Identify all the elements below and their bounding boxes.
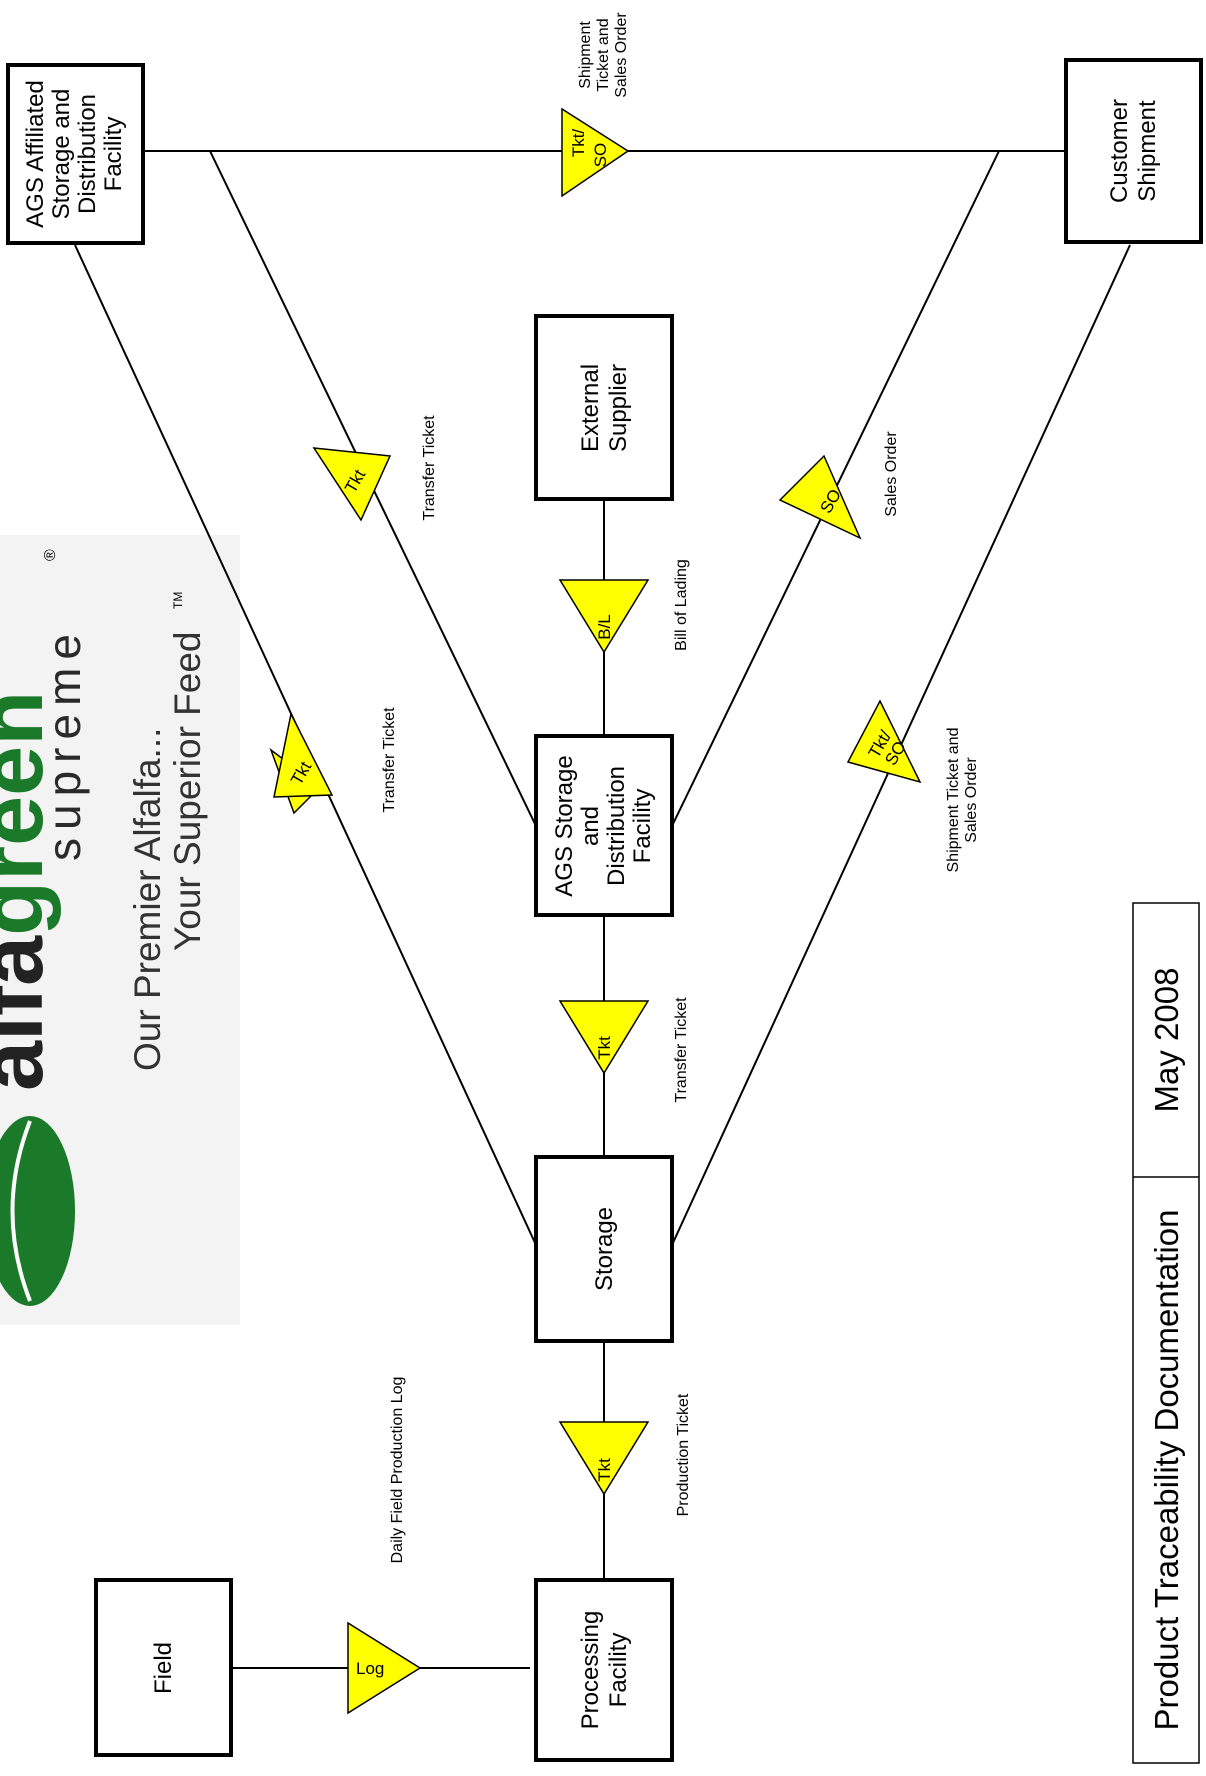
node-ags-storage-distribution: AGS Storage and Distribution Facility — [534, 734, 674, 917]
transfer-ticket-label: Transfer Ticket — [673, 997, 690, 1103]
svg-text:Tkt/: Tkt/ — [569, 129, 588, 158]
svg-text:B/L: B/L — [595, 614, 614, 640]
tagline-line1: Our Premier Alfalfa... — [127, 728, 168, 1071]
transfer-ticket-affiliated-label: Transfer Ticket — [381, 707, 398, 813]
svg-text:Shipment: Shipment — [1134, 100, 1161, 202]
bill-of-lading-triangle — [558, 579, 650, 654]
svg-text:AGS Affiliated: AGS Affiliated — [22, 80, 49, 228]
transfer-ticket-triangle — [558, 1000, 650, 1075]
footer-title: Product Traceability Documentation — [1148, 1210, 1185, 1731]
production-ticket-label: Production Ticket — [675, 1393, 692, 1516]
shipment-ticket-triangle — [846, 699, 922, 784]
log-label: Daily Field Production Log — [389, 1377, 406, 1564]
shipment-affiliated-triangle — [561, 107, 630, 198]
svg-text:Distribution: Distribution — [603, 766, 630, 886]
doc-sales-order: SO Sales Order — [778, 431, 900, 540]
svg-text:SO: SO — [591, 143, 610, 168]
svg-text:Distribution: Distribution — [74, 94, 101, 214]
brand-subname: supreme — [38, 626, 90, 861]
node-external-supplier: External Supplier — [534, 314, 674, 501]
node-storage: Storage — [534, 1155, 674, 1343]
shipment-affiliated-label-2: Ticket and — [595, 18, 612, 91]
node-customer-shipment: Customer Shipment — [1064, 58, 1203, 244]
logo: alfagreen supreme ® Our Premier Alfalfa.… — [0, 535, 240, 1325]
shipment-affiliated-label-3: Sales Order — [613, 12, 630, 98]
svg-text:Log: Log — [356, 1659, 384, 1678]
doc-shipment-storage-customer: Tkt/ SO Shipment Ticket and Sales Order — [846, 699, 980, 873]
doc-production-ticket: Tkt Production Ticket — [558, 1393, 692, 1516]
svg-text:and: and — [577, 806, 604, 846]
footer: Product Traceability Documentation May 2… — [1132, 902, 1200, 1764]
svg-text:Storage: Storage — [591, 1207, 618, 1291]
svg-text:External: External — [577, 364, 604, 452]
transfer-ticket-ags-affiliated-triangle — [312, 447, 392, 522]
svg-text:Tkt: Tkt — [595, 1458, 614, 1482]
doc-log: Log Daily Field Production Log — [347, 1377, 422, 1715]
transfer-ticket-ags-affiliated-label: Transfer Ticket — [421, 415, 438, 521]
svg-text:Tkt: Tkt — [595, 1036, 614, 1060]
footer-box — [1132, 902, 1200, 1764]
log-triangle — [347, 1621, 422, 1715]
doc-shipment-affiliated-customer: Tkt/ SO Shipment Ticket and Sales Order — [561, 12, 630, 198]
shipment-ticket-label-1: Shipment Ticket and — [945, 728, 962, 873]
svg-text:Supplier: Supplier — [605, 364, 632, 452]
svg-text:Facility: Facility — [605, 1633, 632, 1708]
svg-text:Processing: Processing — [577, 1611, 604, 1730]
svg-text:Field: Field — [150, 1642, 177, 1694]
registered-mark: ® — [42, 549, 59, 561]
bill-of-lading-label: Bill of Lading — [673, 559, 690, 651]
node-field: Field — [94, 1578, 233, 1757]
sales-order-triangle — [778, 454, 862, 540]
footer-date: May 2008 — [1148, 968, 1185, 1113]
node-processing-facility: Processing Facility — [534, 1578, 674, 1762]
svg-text:AGS Storage: AGS Storage — [551, 755, 578, 896]
svg-text:Facility: Facility — [629, 789, 656, 864]
doc-transfer-ags-affiliated: Tkt Transfer Ticket — [312, 415, 438, 522]
shipment-affiliated-label-1: Shipment — [577, 21, 594, 89]
svg-text:Facility: Facility — [100, 117, 127, 192]
tagline-line2: Your Superior Feed — [167, 631, 208, 951]
sales-order-label: Sales Order — [883, 431, 900, 517]
doc-bill-of-lading: B/L Bill of Lading — [558, 559, 690, 654]
leaf-icon — [0, 1116, 75, 1306]
production-ticket-triangle — [558, 1421, 650, 1496]
svg-text:Storage and: Storage and — [48, 89, 75, 220]
svg-text:Customer: Customer — [1106, 99, 1133, 203]
brand-name: alfagreen — [0, 691, 62, 1091]
shipment-ticket-label-2: Sales Order — [963, 757, 980, 843]
doc-transfer-storage-ags: Tkt Transfer Ticket — [558, 997, 690, 1103]
doc-transfer-storage-affiliated: Tkt Transfer Ticket — [269, 707, 398, 815]
trademark-mark: TM — [171, 592, 185, 609]
node-ags-affiliated: AGS Affiliated Storage and Distribution … — [6, 63, 145, 245]
